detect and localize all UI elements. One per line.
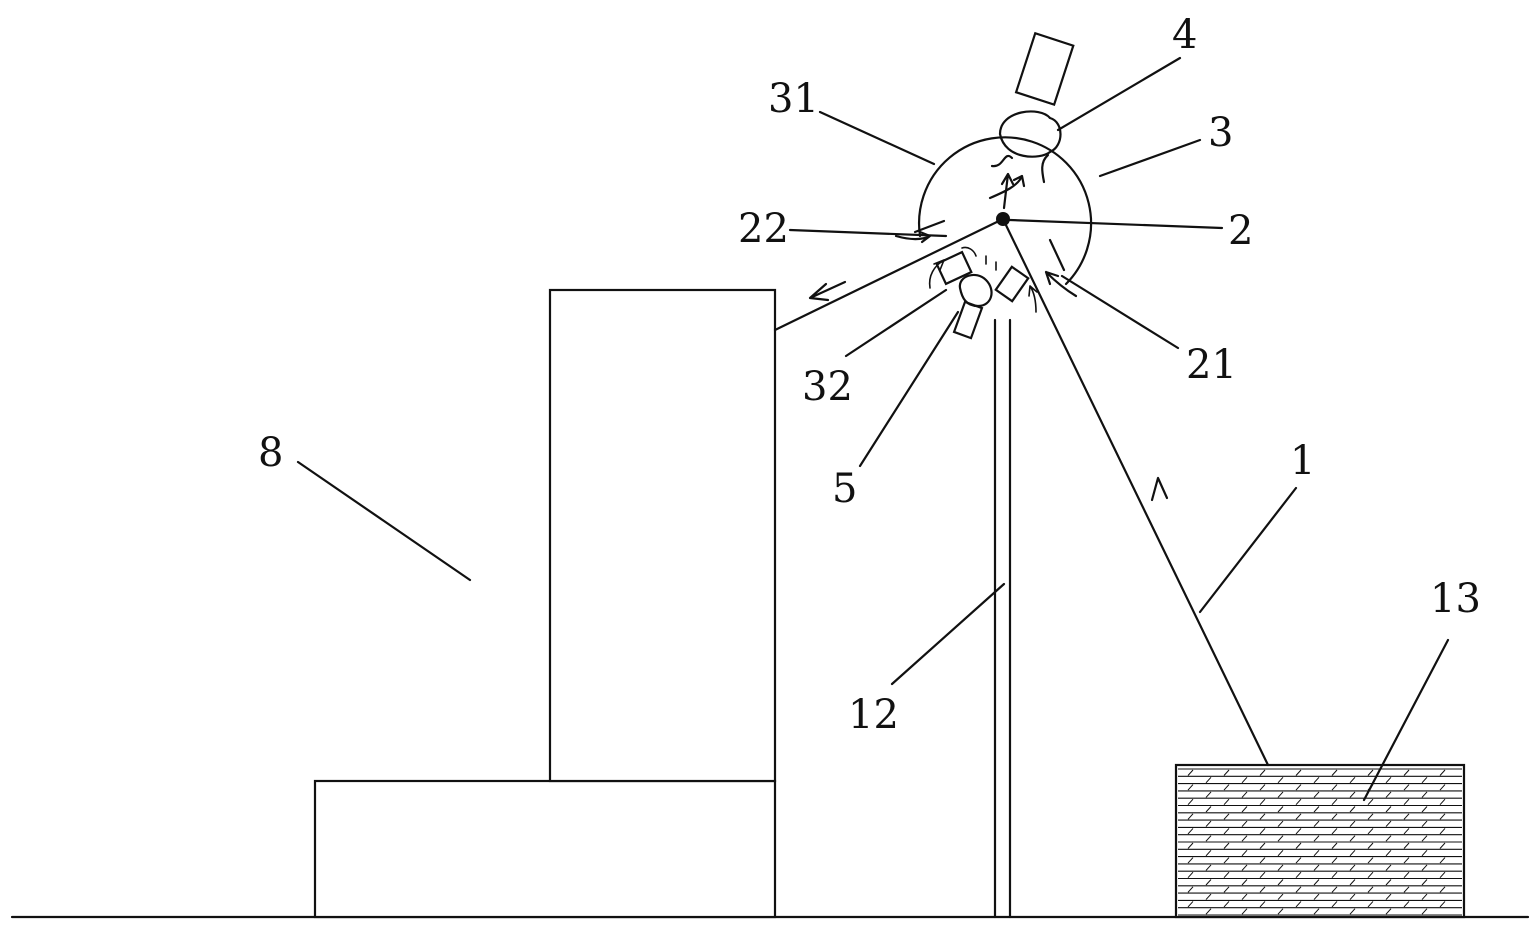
stack-outline <box>1176 765 1464 917</box>
pivot-dot <box>996 212 1010 226</box>
leader-2 <box>1010 220 1222 228</box>
label-12: 12 <box>848 692 899 738</box>
leader-31 <box>820 112 934 164</box>
motor <box>992 33 1073 182</box>
label-4: 4 <box>1172 12 1197 58</box>
leader-4 <box>1058 58 1180 130</box>
label-5: 5 <box>832 466 857 512</box>
label-2: 2 <box>1228 208 1253 254</box>
arrow-lower-2 <box>1029 286 1037 312</box>
leader-32 <box>846 290 946 356</box>
motor-arm-right <box>1042 155 1048 182</box>
label-3: 3 <box>1208 110 1233 156</box>
leader-8 <box>298 462 470 580</box>
lower-motor-head <box>960 275 992 306</box>
leader-3 <box>1100 140 1200 176</box>
lower-motor-body <box>954 302 982 338</box>
leader-5 <box>860 312 958 466</box>
belt-right-segment <box>1003 219 1268 765</box>
leader-1 <box>1200 488 1296 612</box>
building <box>315 290 775 917</box>
leader-lines <box>298 58 1448 800</box>
label-32: 32 <box>802 364 853 410</box>
building-tower <box>550 290 775 781</box>
support-pole <box>995 320 1010 917</box>
label-8: 8 <box>258 430 283 476</box>
lower-arm-right-block <box>996 267 1028 301</box>
label-31: 31 <box>768 76 819 122</box>
lower-arm-left-block <box>937 252 972 284</box>
leader-12 <box>892 584 1004 684</box>
label-1: 1 <box>1290 438 1315 484</box>
stack-hatching <box>1178 769 1462 915</box>
motor-arm-left <box>992 156 1012 166</box>
arrow-belt-up <box>1152 478 1167 500</box>
reference-numerals: 4 31 3 22 2 21 32 5 8 12 1 13 <box>258 12 1481 738</box>
label-13: 13 <box>1430 576 1481 622</box>
housing-right-stub <box>1050 240 1064 270</box>
label-22: 22 <box>738 206 789 252</box>
label-21: 21 <box>1186 342 1237 388</box>
building-base <box>315 781 775 917</box>
motor-body <box>1016 33 1073 104</box>
arrow-lower-4 <box>986 256 996 270</box>
stack <box>1176 765 1464 917</box>
leader-21 <box>1062 276 1178 348</box>
